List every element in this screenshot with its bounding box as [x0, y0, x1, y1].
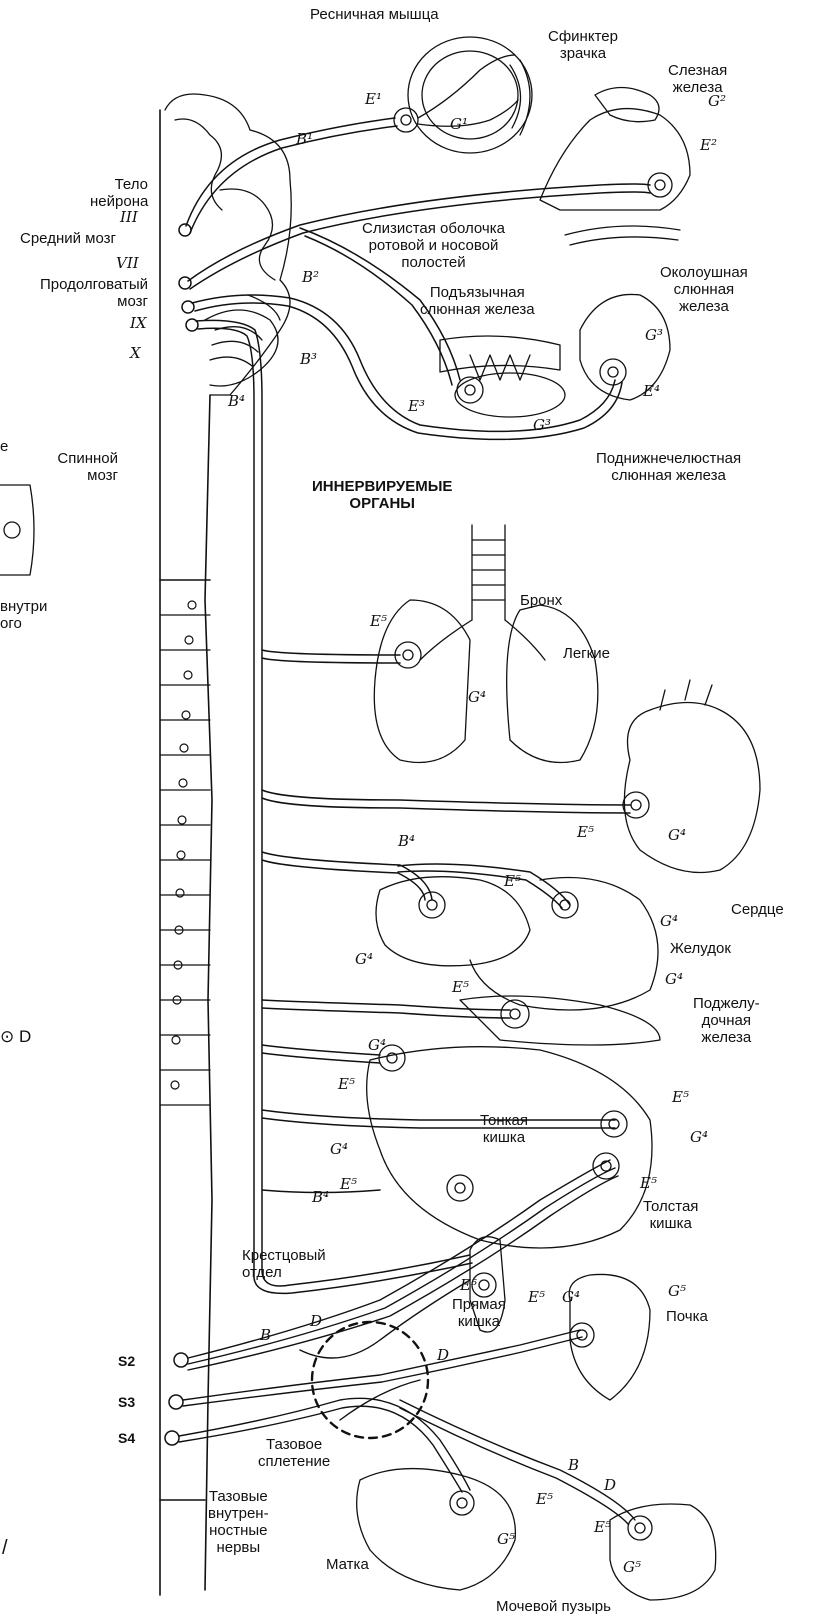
label-submandibular: Поднижнечелюстная слюнная железа — [596, 450, 741, 484]
nerve-trunks — [186, 118, 650, 1293]
digestive-organs — [367, 877, 660, 1248]
mark-e5-bladder: E⁵ — [594, 1518, 611, 1536]
pelvic-nerves — [179, 1160, 635, 1524]
mark-g3-parotid: G³ — [645, 326, 663, 344]
mark-s3: S3 — [118, 1394, 135, 1411]
mark-cn7: VII — [116, 254, 139, 272]
pelvic-plexus-circle — [312, 1322, 428, 1438]
mark-d-sacral: D — [310, 1312, 322, 1330]
mark-g4-heart: G⁴ — [668, 826, 686, 844]
eye-organ — [394, 37, 532, 153]
label-pupil-sphincter: Сфинктер зрачка — [548, 28, 618, 62]
mark-g4-liver: G⁴ — [355, 950, 373, 968]
label-cut-left-1: е — [0, 438, 8, 455]
label-kidney: Почка — [666, 1308, 708, 1325]
label-heart: Сердце — [731, 901, 784, 918]
mark-g4-colon: G⁴ — [368, 1036, 386, 1054]
label-bronchus: Бронх — [520, 592, 562, 609]
mark-b4-top: B⁴ — [228, 392, 245, 410]
nerve-origins — [165, 224, 198, 1445]
label-large-intestine: Толстая кишка — [643, 1198, 698, 1232]
left-edge-fragment — [0, 485, 34, 575]
mark-g4-stomach: G⁴ — [660, 912, 678, 930]
mark-e4: E⁴ — [643, 382, 660, 400]
mark-d-plexus: D — [437, 1346, 449, 1364]
mark-e5-pancreas: E⁵ — [452, 978, 469, 996]
label-small-intestine: Тонкая кишка — [480, 1112, 528, 1146]
label-rectum: Прямая кишка — [452, 1296, 506, 1330]
mark-e3: E³ — [408, 397, 425, 415]
label-pelvic-plexus: Тазовое сплетение — [258, 1436, 330, 1470]
label-neuron-body: Тело нейрона — [90, 176, 148, 210]
mark-e5-intestine: E⁵ — [672, 1088, 689, 1106]
mark-b4-mid: B⁴ — [398, 832, 415, 850]
mark-g5-kidney: G⁵ — [668, 1282, 686, 1300]
mark-g1: G¹ — [450, 115, 468, 133]
mark-g4-small: G⁴ — [330, 1140, 348, 1158]
mark-s2: S2 — [118, 1353, 135, 1370]
spinal-segments — [171, 601, 196, 1089]
mark-b2: B² — [302, 268, 319, 286]
mark-d-bladder: D — [604, 1476, 616, 1494]
mark-cn10: X — [130, 344, 141, 362]
label-parotid: Околоушная слюнная железа — [660, 264, 748, 315]
label-bladder: Мочевой пузырь — [496, 1598, 611, 1615]
mark-g4-pancreas: G⁴ — [665, 970, 683, 988]
mark-e5-uterus: E⁵ — [536, 1490, 553, 1508]
mark-e5-colon: E⁵ — [338, 1075, 355, 1093]
mark-b4-bottom: B⁴ — [312, 1188, 329, 1206]
mark-e5-kidney: E⁵ — [528, 1288, 545, 1306]
label-midbrain: Средний мозг — [20, 230, 116, 247]
mark-e5-rectum: E⁵ — [460, 1276, 477, 1294]
label-spinal-cord: Спинной мозг — [38, 450, 118, 484]
mark-e5-large: E⁵ — [640, 1174, 657, 1192]
label-cut-left-3: ⊙ D — [0, 1028, 31, 1045]
mark-b1: B¹ — [296, 130, 313, 148]
label-cut-left-2: внутри ого — [0, 598, 47, 632]
label-mucosa: Слизистая оболочка ротовой и носовой пол… — [362, 220, 505, 271]
mark-s4: S4 — [118, 1430, 135, 1447]
mark-g4-lung: G⁴ — [468, 688, 486, 706]
mark-g5-bladder: G⁵ — [623, 1558, 641, 1576]
mark-g4-rectum: G⁴ — [562, 1288, 580, 1306]
mark-e1: E¹ — [365, 90, 382, 108]
mark-b-bladder: B — [568, 1456, 579, 1474]
label-cut-left-4: / — [2, 1540, 8, 1557]
label-stomach: Желудок — [670, 940, 731, 957]
label-lungs: Легкие — [563, 645, 610, 662]
mark-g3-sub: G³ — [533, 416, 551, 434]
mark-e5-stomach: E⁵ — [504, 872, 521, 890]
mark-e5-small: E⁵ — [340, 1175, 357, 1193]
lacrimal-organ — [540, 88, 690, 246]
label-lacrimal-gland: Слезная железа — [668, 62, 727, 96]
label-uterus: Матка — [326, 1556, 369, 1573]
mark-e5-lung: E⁵ — [370, 612, 387, 630]
label-sacral: Крестцовый отдел — [242, 1247, 326, 1281]
mark-cn3: III — [120, 208, 138, 226]
mark-g4-intestine: G⁴ — [690, 1128, 708, 1146]
label-pelvic-nerves: Тазовые внутрен- ностные нервы — [208, 1488, 269, 1556]
mark-b-sacral: B — [260, 1326, 271, 1344]
mark-e5-heart: E⁵ — [577, 823, 594, 841]
mark-g2: G² — [708, 92, 726, 110]
label-pancreas: Поджелу- дочная железа — [693, 995, 760, 1046]
mark-g5-uterus: G⁵ — [497, 1530, 515, 1548]
label-sublingual: Подъязычная слюнная железа — [420, 284, 535, 318]
lungs-organ — [374, 525, 598, 763]
heart-organ — [623, 680, 760, 873]
label-ciliary-muscle: Ресничная мышца — [310, 6, 439, 23]
organs-title: ИННЕРВИРУЕМЫЕ ОРГАНЫ — [312, 478, 452, 512]
label-medulla: Продолговатый мозг — [10, 276, 148, 310]
mark-b3: B³ — [300, 350, 317, 368]
spinal-cord — [160, 110, 212, 1595]
mark-e2: E² — [700, 136, 717, 154]
mark-cn9: IX — [130, 314, 147, 332]
